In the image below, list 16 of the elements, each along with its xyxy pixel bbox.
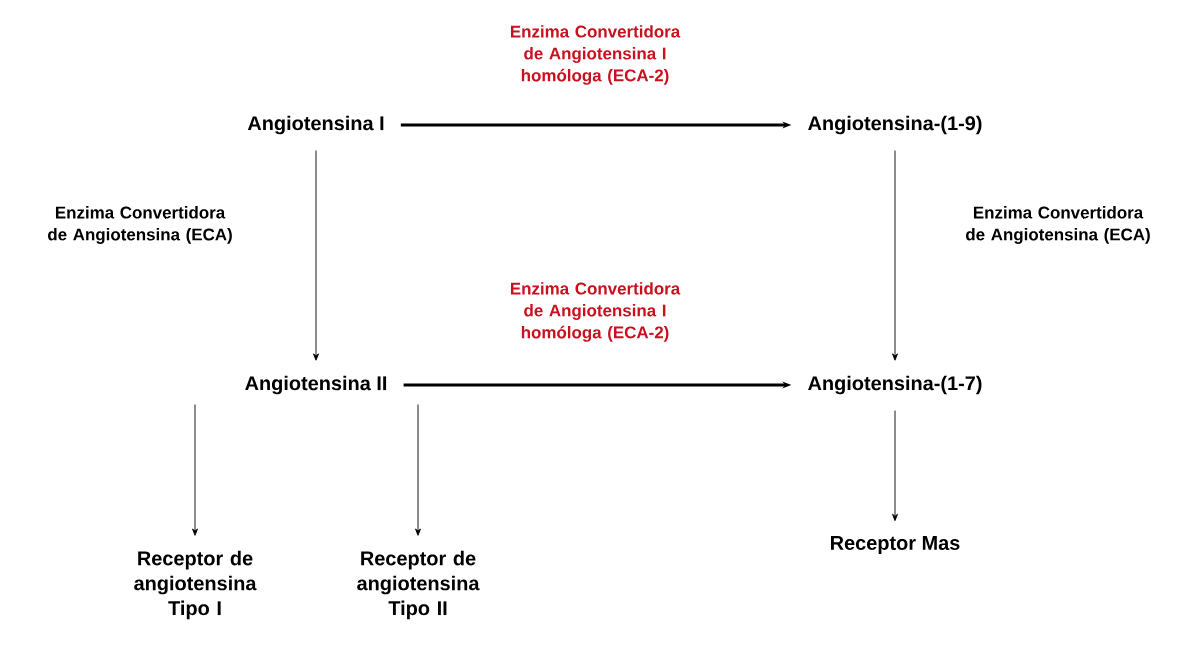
term-label: Receptor de angiotensina Tipo I (134, 550, 257, 620)
edge-label: Enzima Convertidora de Angiotensina (ECA) (48, 206, 232, 244)
term-label: Angiotensina-(1-7) (808, 375, 982, 395)
term-label: Receptor Mas (831, 536, 960, 554)
edge-label: Enzima Convertidora de Angiotensina I homóloga (ECA-2) (511, 25, 681, 85)
arrow (892, 150, 898, 361)
term-label: Receptor de angiotensina Tipo II (357, 550, 480, 620)
term-label: Angiotensina-(1-9) (808, 115, 982, 135)
term-label: Angiotensina I (247, 115, 384, 135)
arrow (892, 410, 898, 522)
edge-label: Enzima Convertidora de Angiotensina I homóloga (ECA-2) (511, 282, 681, 342)
arrow (415, 404, 421, 536)
edge-label: Enzima Convertidora de Angiotensina (ECA) (966, 206, 1150, 244)
arrow (313, 150, 319, 361)
term-label: Angiotensina II (245, 375, 387, 395)
arrow (192, 404, 198, 536)
